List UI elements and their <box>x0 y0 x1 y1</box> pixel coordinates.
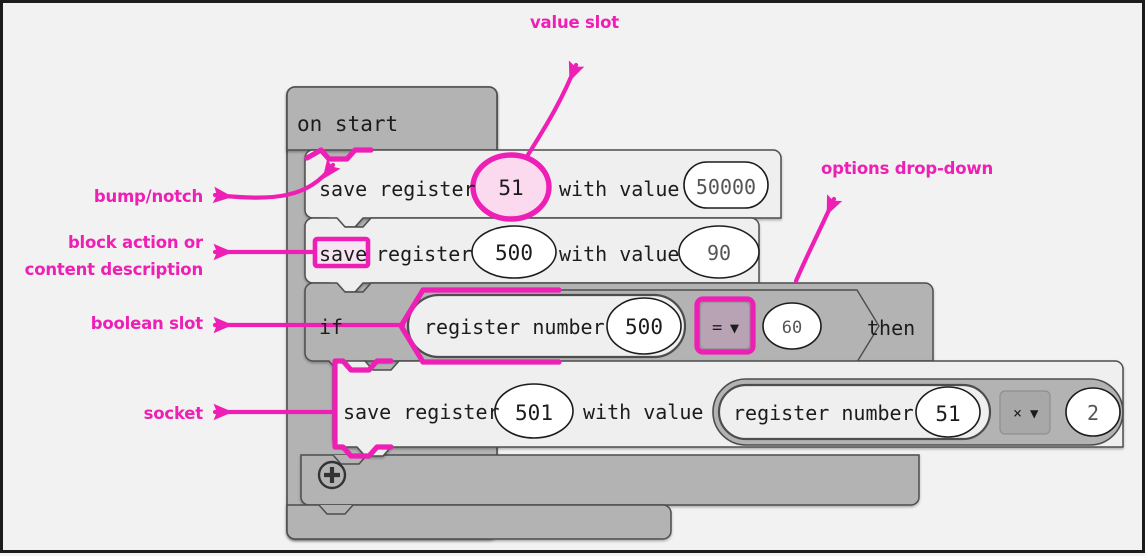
s3-keyword-then: then <box>867 316 915 340</box>
highlight-boolean-slot <box>398 287 562 365</box>
s1-action: save register <box>319 177 476 201</box>
value-slot-50000[interactable] <box>683 161 769 209</box>
s2-action: save <box>319 242 367 266</box>
arrow-value-slot <box>523 60 585 161</box>
s2-value: 90 <box>707 241 731 265</box>
value-slot-reg-51[interactable] <box>915 386 981 438</box>
annotation-socket: socket <box>143 404 204 423</box>
s1-value: 50000 <box>696 175 756 199</box>
statement-if-then[interactable] <box>304 282 934 371</box>
annotation-value-slot: value slot <box>530 13 619 32</box>
s3-reporter-label: register number <box>424 315 605 339</box>
s4-reporter-label: register number <box>733 401 914 425</box>
value-slot-reg-500[interactable] <box>606 297 682 355</box>
statement-save-register-500[interactable] <box>304 217 760 293</box>
arrow-bump-notch <box>212 158 341 204</box>
value-slot-2[interactable] <box>1065 387 1121 437</box>
s3-reporter-value: 500 <box>625 315 663 339</box>
operator-dropdown-multiply[interactable] <box>999 390 1051 435</box>
annotation-block-action-line2: content description <box>24 260 204 279</box>
s3-keyword-if: if <box>319 315 343 339</box>
on-start-label: on start <box>297 112 398 136</box>
on-start-bottom-arm <box>300 454 920 506</box>
diagram-canvas: on start save register 51 with value 500… <box>212 60 1124 540</box>
s4-reporter-value: 51 <box>935 402 960 426</box>
on-start-head[interactable] <box>286 86 498 151</box>
s4-action: save register <box>343 400 500 424</box>
annotation-block-action-line1: block action or <box>67 233 203 252</box>
block-text-layer: on start save register 51 with value 500… <box>297 112 1099 426</box>
value-slot-90[interactable] <box>678 225 760 279</box>
s2-register: 500 <box>495 241 533 265</box>
value-slot-500[interactable] <box>471 225 557 279</box>
s2-action-rest: register <box>376 242 472 266</box>
s3-compare-value: 60 <box>782 318 802 338</box>
highlight-value-slot <box>470 152 552 222</box>
statement-save-register-501[interactable] <box>332 360 1124 457</box>
s1-register: 51 <box>498 176 523 200</box>
s3-operator-caret: ▼ <box>730 319 739 337</box>
operator-dropdown-equals[interactable] <box>699 301 751 350</box>
on-start-foot <box>286 504 672 540</box>
annotation-bump-notch: bump/notch <box>93 187 203 206</box>
s4-operand: 2 <box>1087 401 1099 425</box>
arrow-options-dropdown <box>793 194 843 284</box>
s2-arg-label: with value <box>559 242 679 266</box>
s4-register: 501 <box>515 401 553 425</box>
value-slot-501[interactable] <box>494 383 574 439</box>
annotation-boolean-slot: boolean slot <box>90 314 203 333</box>
s4-operator: × <box>1013 404 1022 422</box>
s3-operator: = <box>712 318 722 338</box>
s4-arg-label: with value <box>583 400 703 424</box>
value-slot-60[interactable] <box>762 302 822 350</box>
highlight-options-dropdown <box>694 296 756 355</box>
s1-arg-label: with value <box>559 177 679 201</box>
annotation-arrows <box>212 60 843 421</box>
plus-circle-icon[interactable] <box>317 460 347 490</box>
highlight-socket <box>332 358 394 459</box>
annotation-options-dropdown: options drop-down <box>821 159 994 178</box>
s4-operator-caret: ▼ <box>1030 406 1039 422</box>
